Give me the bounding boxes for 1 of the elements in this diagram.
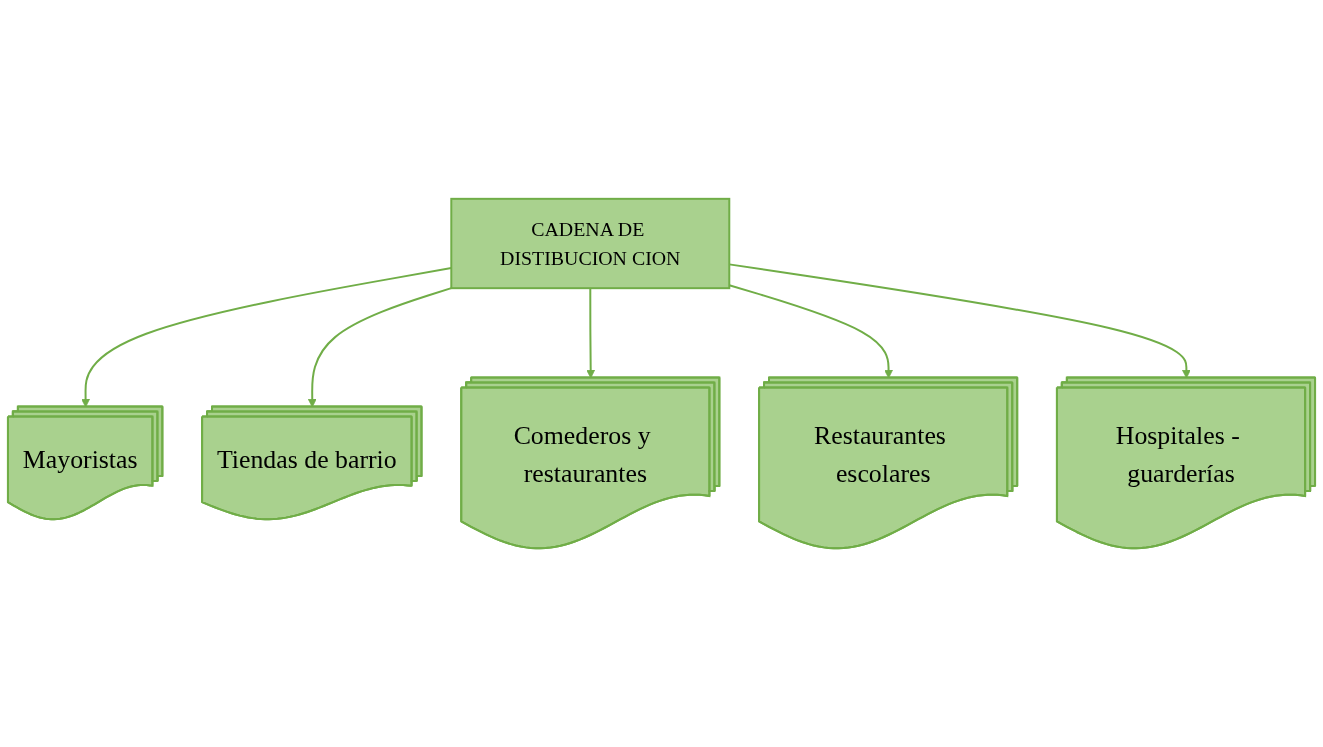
- node-box: CADENA DE DISTIBUCION CION: [450, 197, 731, 290]
